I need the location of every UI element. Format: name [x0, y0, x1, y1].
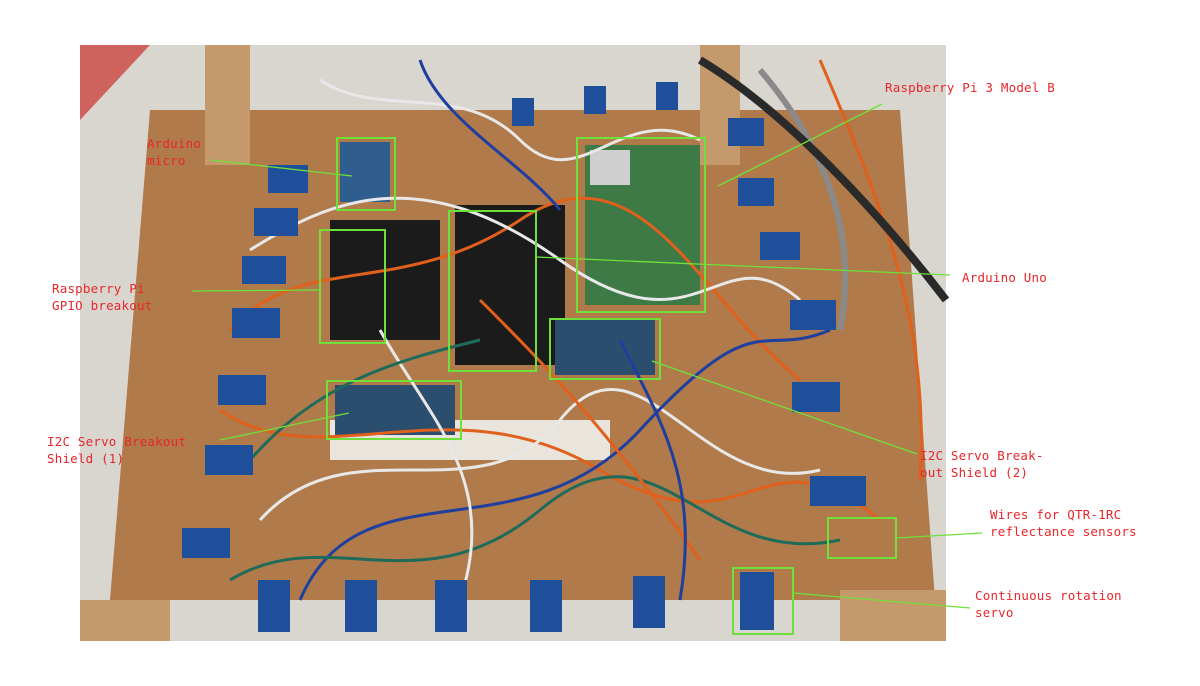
label-servo-shield-2: I2C Servo Break- out Shield (2) — [920, 448, 1044, 480]
servo — [258, 580, 290, 632]
continuous-servo-box — [732, 567, 794, 635]
photo — [80, 45, 950, 641]
servo — [790, 300, 836, 330]
ribbon-cable-uno — [455, 205, 565, 365]
servo-shield-2-box — [549, 318, 661, 380]
gpio-breakout-leader — [191, 289, 321, 292]
label-continuous-servo: Continuous rotation servo — [975, 588, 1122, 620]
wires — [219, 56, 950, 601]
servo — [242, 256, 286, 284]
servo — [584, 86, 606, 114]
raspberry-pi-leader — [717, 103, 883, 187]
gpio-breakout-box — [319, 229, 386, 344]
servo — [656, 82, 678, 110]
servo — [232, 308, 280, 338]
label-arduino-micro: Arduino micro — [147, 136, 202, 168]
servo — [530, 580, 562, 632]
label-raspberry-pi-3: Raspberry Pi 3 Model B — [885, 80, 1055, 95]
usb-ports — [590, 150, 630, 185]
servo-shield-1-box — [326, 380, 462, 440]
servo — [512, 98, 534, 126]
servo — [738, 178, 774, 206]
label-arduino-uno: Arduino Uno — [962, 270, 1047, 285]
servo — [760, 232, 800, 260]
frame-bottom-left — [80, 600, 170, 641]
arduino-micro-pcb — [340, 142, 390, 202]
servo — [792, 382, 840, 412]
servo-shield-2-leader — [651, 360, 918, 455]
servo — [740, 572, 774, 630]
servo — [345, 580, 377, 632]
label-servo-shield-1: I2C Servo Breakout Shield (1) — [47, 434, 187, 466]
servo — [810, 476, 866, 506]
arduino-uno-leader — [535, 256, 951, 276]
background-red-accent — [80, 45, 150, 120]
servo-shield-1-leader — [219, 412, 350, 441]
raspberry-pi-box — [576, 137, 706, 313]
frame-bottom-right — [840, 590, 946, 641]
qtr-wires-leader — [895, 532, 983, 539]
servo-shield-1-pcb — [335, 385, 455, 435]
continuous-servo-leader — [792, 592, 971, 609]
servo — [205, 445, 253, 475]
servo-shield-2-pcb — [555, 320, 655, 375]
arduino-micro-leader — [209, 159, 353, 177]
servo — [728, 118, 764, 146]
servo — [435, 580, 467, 632]
servo — [218, 375, 266, 405]
servo — [633, 576, 665, 628]
label-qtr-wires: Wires for QTR-1RC reflectance sensors — [990, 507, 1137, 539]
servo — [182, 528, 230, 558]
servo — [254, 208, 298, 236]
frame-post-top-left — [205, 45, 250, 165]
arduino-uno-box — [448, 210, 537, 372]
leader-lines — [191, 103, 983, 609]
label-gpio-breakout: Raspberry Pi GPIO breakout — [52, 281, 153, 313]
servos — [182, 82, 866, 632]
